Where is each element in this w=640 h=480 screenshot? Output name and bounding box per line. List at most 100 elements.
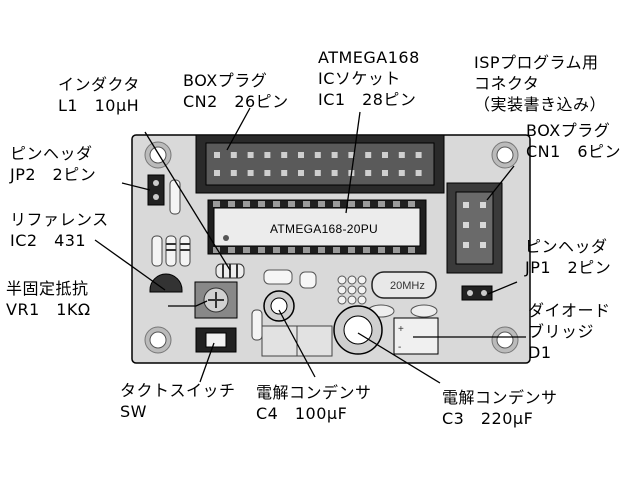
ic-pin-bottom (318, 247, 325, 253)
ic-pin-bottom (333, 247, 340, 253)
diode-bridge-d1: + - (393, 317, 439, 355)
oscillator-marking: 20MHz (390, 280, 425, 292)
cn2-pin (331, 152, 338, 158)
cn1-pin (480, 222, 486, 228)
vr1-detail: VR1 1KΩ (6, 300, 91, 319)
label-ic-socket: ATMEGA168 ICソケット IC1 28ピン (318, 47, 420, 110)
cn2-pin (382, 170, 388, 176)
label-capacitor-c4: 電解コンデンサ C4 100μF (256, 382, 372, 424)
sw-name: タクトスイッチ (120, 381, 236, 400)
ic-pin-bottom (378, 247, 385, 253)
cn1-pin-grid (463, 202, 486, 248)
pad (337, 285, 347, 295)
ic-pin-bottom (258, 247, 265, 253)
ic-pin-top (408, 201, 415, 207)
cn2-pin (382, 152, 388, 158)
c3-name: 電解コンデンサ (442, 388, 558, 407)
pin-header-jp2 (147, 174, 165, 206)
leader-c4 (278, 309, 316, 378)
cn2-pin (214, 152, 220, 158)
leader-cn1 (486, 165, 515, 201)
ic-pin-top (228, 201, 235, 207)
tact-switch (195, 327, 237, 353)
c4-name: 電解コンデンサ (256, 383, 372, 402)
label-inductor: インダクタ L1 10μH (58, 74, 140, 116)
cn2-pin (281, 152, 288, 158)
oscillator: 20MHz (371, 271, 437, 299)
ic-pin-bottom (408, 247, 415, 253)
cn2-pin (314, 152, 321, 158)
cn2-pin (264, 152, 271, 158)
isp-name-3: （実装書き込み） (474, 95, 607, 114)
cn2-pin (247, 170, 254, 176)
ic-pin-top (288, 201, 295, 207)
mounting-hole-top-left (144, 141, 172, 169)
pad (357, 285, 367, 295)
d1-name-1: ダイオード (528, 301, 611, 320)
ic-pin-bottom (393, 247, 400, 253)
c3-detail: C3 220μF (442, 409, 534, 428)
label-semi-fixed-resistor: 半固定抵抗 VR1 1KΩ (6, 278, 91, 320)
capacitor-c3 (333, 305, 383, 355)
cn2-pin (398, 170, 405, 176)
ic-pin-rows (213, 201, 415, 253)
cn1-name: BOXプラグ (526, 121, 611, 140)
leader-jp2 (121, 182, 151, 191)
pad (347, 295, 357, 305)
ic-pin-bottom (348, 247, 355, 253)
ic-pin-top (213, 201, 220, 207)
reference-ic2 (149, 273, 183, 293)
resistor-group-left (151, 235, 191, 267)
label-capacitor-c3: 電解コンデンサ C3 220μF (442, 387, 558, 429)
cn1-pin (463, 222, 469, 228)
ceramic-cap-2 (299, 271, 317, 289)
ic-pin-bottom (273, 247, 280, 253)
ic-pin-top (333, 201, 340, 207)
ic-pin-bottom (228, 247, 235, 253)
cn1-pin (463, 242, 469, 248)
leader-c3 (357, 332, 441, 384)
pad (347, 285, 357, 295)
cn2-pin (398, 152, 405, 158)
cn2-pin (415, 170, 422, 176)
ic-socket-detail: IC1 28ピン (318, 90, 417, 109)
cn2-pin (365, 152, 372, 158)
inductor-name: インダクタ (58, 75, 140, 94)
ic-pin-top (258, 201, 265, 207)
pad (347, 275, 357, 285)
label-reference: リファレンス IC2 431 (10, 209, 109, 251)
leader-reference (94, 239, 166, 291)
cn1-detail: CN1 6ピン (526, 142, 622, 161)
pad (357, 275, 367, 285)
jp1-name: ピンヘッダ (525, 237, 608, 256)
ic-pin-bottom (288, 247, 295, 253)
pad-grid (337, 275, 367, 305)
label-pin-header-jp2: ピンヘッダ JP2 2ピン (10, 143, 96, 185)
isp-name-1: ISPプログラム用 (474, 53, 599, 72)
ic-pin-top (378, 201, 385, 207)
ic-pin-top (303, 201, 310, 207)
ic-pin-bottom (303, 247, 310, 253)
cn2-pin (230, 152, 237, 158)
ceramic-cap-1 (263, 269, 293, 285)
isp-name-2: コネクタ (474, 74, 540, 93)
cn2-pin (281, 170, 288, 176)
reference-detail: IC2 431 (10, 231, 87, 250)
d1-name-2: ブリッジ (528, 322, 595, 341)
pad (357, 295, 367, 305)
label-box-plug-cn2: BOXプラグ CN2 26ピン (183, 70, 289, 112)
leader-vr1 (168, 300, 208, 307)
cn2-pin (365, 170, 372, 176)
crystal-cap-2 (410, 304, 438, 318)
box-plug-cn2 (195, 134, 445, 194)
sw-detail: SW (120, 402, 147, 421)
jp2-detail: JP2 2ピン (10, 165, 97, 184)
vr1-name: 半固定抵抗 (6, 279, 89, 298)
mounting-hole-bottom-right (491, 326, 519, 354)
ic-pin-bottom (213, 247, 220, 253)
reference-name: リファレンス (10, 210, 109, 229)
mounting-hole-top-right (491, 141, 519, 169)
label-box-plug-cn1: BOXプラグ CN1 6ピン (526, 120, 621, 162)
d1-detail: D1 (528, 343, 552, 362)
